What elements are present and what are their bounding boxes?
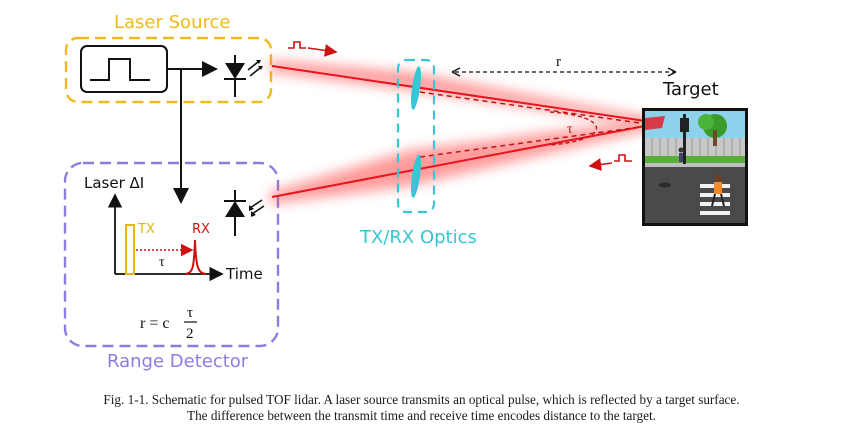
laser-source-label: Laser Source: [114, 12, 230, 33]
tx-lens-icon: [410, 66, 422, 110]
plot-ylabel: Laser ΔI: [84, 174, 144, 192]
beams: τ: [270, 41, 648, 204]
pulse-generator-box: [80, 45, 168, 93]
tx-beam-glow: [270, 60, 648, 125]
tau-round-trip-arc: [549, 111, 597, 146]
tx-label: TX: [137, 222, 155, 237]
rx-lens-icon: [410, 154, 422, 198]
laser-source-box: [64, 36, 273, 104]
photodiode-icon: [224, 190, 265, 236]
range-detector-box: [63, 161, 280, 348]
equation-lhs: r = c: [140, 315, 169, 332]
optics-block: TX/RX Optics: [359, 58, 477, 248]
caption-line-1: Fig. 1-1. Schematic for pulsed TOF lidar…: [103, 392, 740, 407]
figure-caption: Fig. 1-1. Schematic for pulsed TOF lidar…: [0, 392, 843, 424]
equation-denominator: 2: [186, 326, 194, 342]
distance-symbol: r: [556, 54, 561, 70]
rx-label: RX: [192, 222, 210, 237]
rx-pulse: [184, 239, 207, 275]
outgoing-pulse-icon: [288, 41, 306, 49]
optics-label: TX/RX Optics: [359, 227, 477, 248]
caption-line-2: The difference between the transmit time…: [187, 408, 656, 423]
target-label: Target: [662, 79, 719, 100]
plot-xlabel: Time: [225, 265, 263, 283]
laser-source-block: [64, 36, 273, 104]
range-detector-block: Laser ΔI Time TX RX τ r = c τ 2: [63, 161, 280, 348]
range-equation: r = c τ 2: [140, 305, 197, 342]
plot-tau-label: τ: [159, 255, 165, 270]
return-pulse-icon: [614, 154, 632, 162]
target-scene: Target: [642, 79, 748, 226]
laser-diode-icon: [224, 55, 263, 97]
equation-numerator: τ: [187, 305, 193, 321]
tau-symbol: τ: [567, 122, 573, 137]
distance-indicator: r: [451, 54, 677, 77]
square-pulse-icon: [90, 58, 150, 81]
tx-pulse: [125, 224, 135, 275]
range-detector-label: Range Detector: [107, 351, 249, 372]
